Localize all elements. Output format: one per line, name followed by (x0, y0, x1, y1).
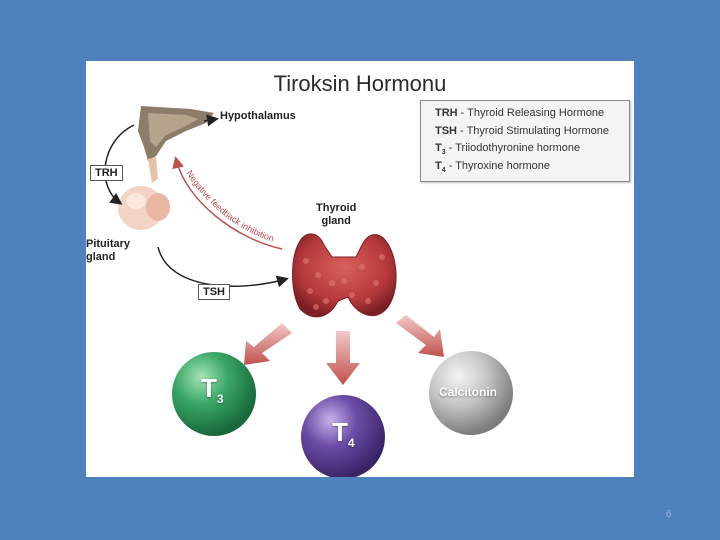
arrow-to-calcitonin (396, 315, 444, 357)
pituitary-label-line1: Pituitary (86, 238, 131, 250)
thyroid-illustration (292, 233, 397, 318)
trh-arrow (104, 124, 135, 205)
t3-label: T3 (201, 373, 224, 406)
feedback-arrow (172, 156, 283, 250)
t4-label: T4 (332, 417, 355, 450)
arrow-to-t4 (326, 331, 360, 385)
pituitary-label: Pituitary gland (86, 238, 130, 264)
thyroid-diagram-image: Negative feedback inhibition Tiroksin (86, 61, 634, 477)
legend-row: TSH - Thyroid Stimulating Hormone (435, 123, 629, 141)
hypothalamus-pointer (203, 114, 219, 127)
pituitary-label-line2: gland (86, 251, 116, 263)
legend-abbr: T (435, 142, 442, 154)
t3-ball (172, 352, 256, 436)
t4-sub: 4 (347, 436, 355, 451)
legend-row: T4 - Thyroxine hormone (435, 158, 629, 176)
legend-desc: - Thyroid Stimulating Hormone (457, 124, 610, 137)
hypothalamus-illustration (138, 106, 214, 183)
tsh-arrow (157, 246, 289, 288)
hypothalamus-label: Hypothalamus (220, 110, 296, 122)
legend-abbr: TRH (435, 107, 458, 119)
legend-desc: - Thyroid Releasing Hormone (457, 107, 605, 119)
page-number: 6 (666, 509, 672, 520)
feedback-label: Negative feedback inhibition (184, 169, 275, 244)
t4-ball (301, 395, 385, 477)
legend-row: T3 - Triiodothyronine hormone (435, 140, 629, 158)
thyroid-label: Thyroid gland (316, 202, 356, 228)
trh-tag: TRH (90, 165, 123, 181)
arrow-to-t3 (244, 323, 292, 365)
pituitary-illustration (118, 186, 170, 230)
legend-abbr: T (435, 159, 442, 172)
legend-abbr: TSH (435, 124, 457, 137)
thyroid-label-line2: gland (321, 215, 351, 227)
calcitonin-label: Calcitonin (439, 385, 498, 399)
t4-main: T (332, 417, 348, 447)
thyroid-label-line1: Thyroid (316, 202, 357, 214)
diagram-title: Tiroksin Hormonu (273, 71, 447, 96)
legend-box: TRH - Thyroid Releasing Hormone TSH - Th… (420, 100, 630, 182)
legend-desc: - Thyroxine hormone (445, 159, 550, 172)
legend-desc: - Triiodothyronine hormone (445, 142, 581, 154)
t3-sub: 3 (216, 392, 224, 407)
legend-sub: 3 (441, 149, 446, 157)
legend-row: TRH - Thyroid Releasing Hormone (435, 105, 629, 123)
diagram-graphics: Negative feedback inhibition (104, 106, 513, 477)
legend-sub: 4 (441, 166, 446, 174)
t3-main: T (201, 373, 217, 403)
calcitonin-ball (429, 351, 513, 435)
tsh-tag: TSH (198, 284, 230, 300)
